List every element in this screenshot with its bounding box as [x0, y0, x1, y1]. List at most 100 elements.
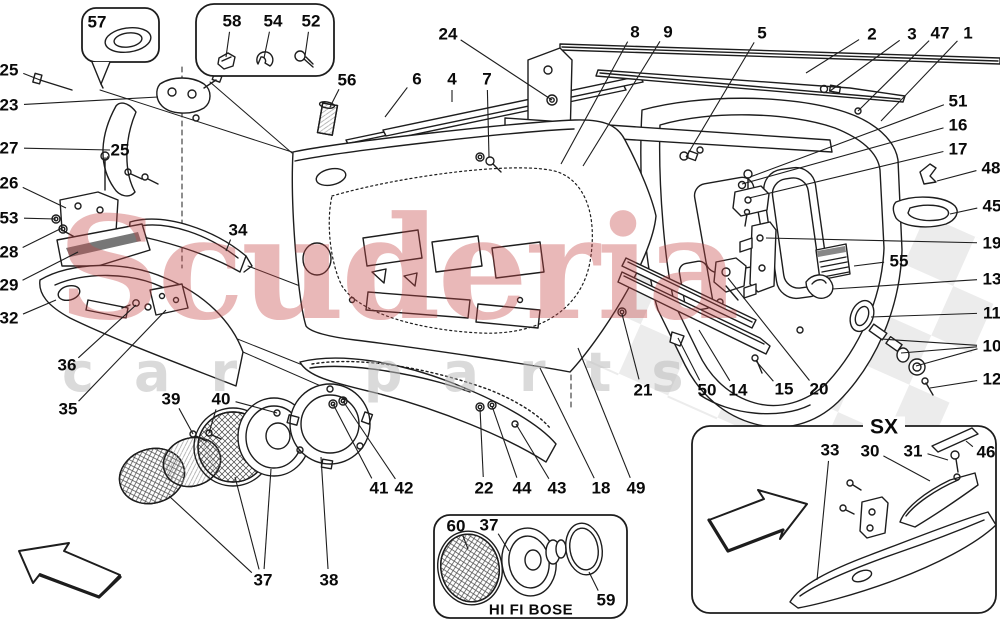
left-door-fittings	[32, 72, 244, 387]
leader-line-39	[178, 408, 194, 435]
leader-line-58	[225, 31, 231, 58]
callout-52: 52	[301, 11, 321, 31]
leader-line-44	[491, 405, 518, 478]
door-pocket	[299, 357, 557, 463]
leader-line-25-mid	[105, 156, 109, 161]
leader-line-37-speaker	[234, 476, 260, 570]
leader-line-12	[929, 380, 978, 389]
leader-line-50	[677, 337, 701, 381]
leader-line-59	[588, 571, 599, 591]
leader-line-54	[263, 31, 270, 59]
callout-4: 4	[447, 69, 457, 89]
callout-57: 57	[87, 12, 107, 32]
callout-25-top: 25	[0, 60, 19, 80]
leader-line-7	[486, 89, 490, 158]
leader-line-5	[685, 42, 755, 158]
callout-18: 18	[591, 478, 611, 498]
callout-36: 36	[57, 355, 77, 375]
leader-line-31	[927, 453, 949, 461]
callout-51: 51	[948, 91, 968, 111]
callout-47: 47	[930, 23, 950, 43]
callout-58: 58	[222, 11, 242, 31]
callout-54: 54	[263, 11, 283, 31]
callout-50: 50	[697, 380, 717, 400]
door-trim-panel	[291, 119, 657, 373]
small-fasteners-mid	[316, 101, 502, 173]
callout-46: 46	[976, 442, 996, 462]
leader-line-6	[384, 87, 408, 118]
leader-line-29	[22, 251, 79, 281]
leader-line-28	[22, 227, 63, 248]
callout-45: 45	[982, 196, 1000, 216]
leader-line-56	[329, 89, 340, 108]
callout-20: 20	[809, 379, 829, 399]
callout-11: 11	[983, 303, 1000, 323]
callout-16: 16	[948, 115, 968, 135]
callout-27: 27	[0, 138, 19, 158]
callout-2: 2	[867, 24, 877, 44]
leader-line-42	[342, 400, 396, 480]
callout-59: 59	[596, 590, 616, 610]
leader-line-35	[78, 309, 167, 402]
callout-6: 6	[412, 69, 422, 89]
speaker-assembly	[118, 383, 374, 505]
leader-line-37-hifi	[497, 533, 510, 552]
callout-22: 22	[474, 478, 494, 498]
leader-line-21	[621, 313, 640, 380]
leader-line-37-speaker	[263, 468, 272, 570]
callout-8: 8	[630, 22, 640, 42]
callout-49: 49	[626, 478, 646, 498]
callout-14: 14	[728, 380, 748, 400]
leader-line-26	[22, 186, 67, 209]
leader-line-40	[235, 401, 278, 414]
callout-29: 29	[0, 275, 19, 295]
leader-line-43	[515, 423, 550, 480]
leader-line-30	[883, 455, 931, 482]
leader-line-38	[320, 456, 329, 570]
leader-line-17	[748, 150, 944, 199]
callout-37-speaker: 37	[253, 570, 273, 590]
hifi-inset-box	[433, 514, 628, 619]
leader-line-10	[915, 348, 978, 367]
leader-line-18	[539, 367, 595, 479]
callout-5: 5	[757, 23, 767, 43]
leader-line-37-speaker	[168, 495, 253, 574]
leader-line-8	[560, 41, 629, 165]
callout-13: 13	[982, 269, 1000, 289]
hifi-inset-label: HI FI BOSE	[488, 601, 574, 619]
callout-28: 28	[0, 242, 19, 262]
leader-line-33	[816, 460, 830, 581]
leader-line-36	[77, 304, 137, 359]
callout-10: 10	[982, 336, 1000, 356]
leader-line-60	[462, 535, 469, 550]
sx-inset-label: SX	[862, 416, 906, 438]
leader-line-3	[829, 39, 901, 92]
leader-line-2	[805, 39, 860, 74]
leader-line-24	[460, 39, 553, 101]
callout-23: 23	[0, 95, 19, 115]
leader-line-25-top	[23, 72, 41, 81]
leader-line-9	[582, 40, 661, 167]
callout-7: 7	[482, 69, 492, 89]
leader-line-27	[23, 147, 111, 151]
callout-43: 43	[547, 478, 567, 498]
callout-9: 9	[663, 22, 673, 42]
callout-21: 21	[633, 380, 653, 400]
callout-17: 17	[948, 139, 968, 159]
leader-line-19	[765, 237, 978, 244]
leader-line-49	[577, 347, 631, 479]
lock-cylinder-parts	[805, 163, 958, 396]
callout-42: 42	[394, 478, 414, 498]
callout-48: 48	[981, 158, 1000, 178]
leader-line-47	[857, 40, 930, 112]
leader-line-45	[949, 207, 978, 215]
balloon-57	[81, 7, 160, 89]
leader-line-32	[22, 299, 57, 315]
callout-24: 24	[438, 24, 458, 44]
callout-56: 56	[337, 70, 357, 90]
leader-line-52	[304, 31, 310, 57]
callout-30: 30	[860, 441, 880, 461]
